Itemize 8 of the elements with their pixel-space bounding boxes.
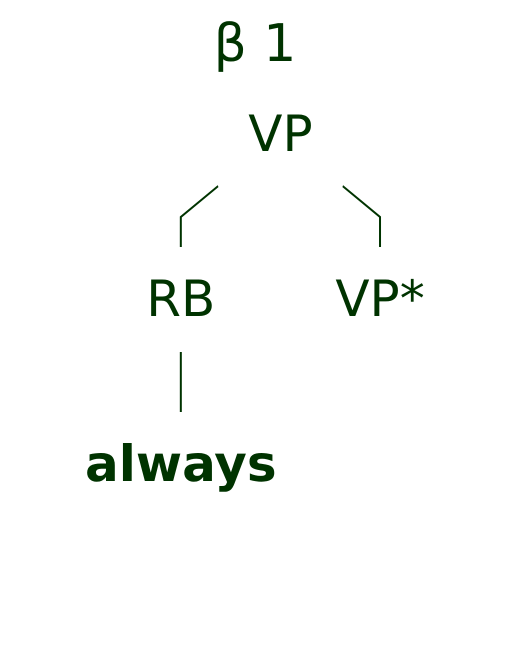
node-text: VP — [248, 105, 313, 163]
connector — [180, 185, 220, 247]
connector — [342, 185, 382, 247]
node-text: RB — [146, 270, 216, 328]
node-text: always — [85, 435, 277, 493]
tree-title: β 1 — [212, 14, 298, 74]
node-text: VP* — [335, 270, 425, 328]
connector — [180, 352, 182, 412]
